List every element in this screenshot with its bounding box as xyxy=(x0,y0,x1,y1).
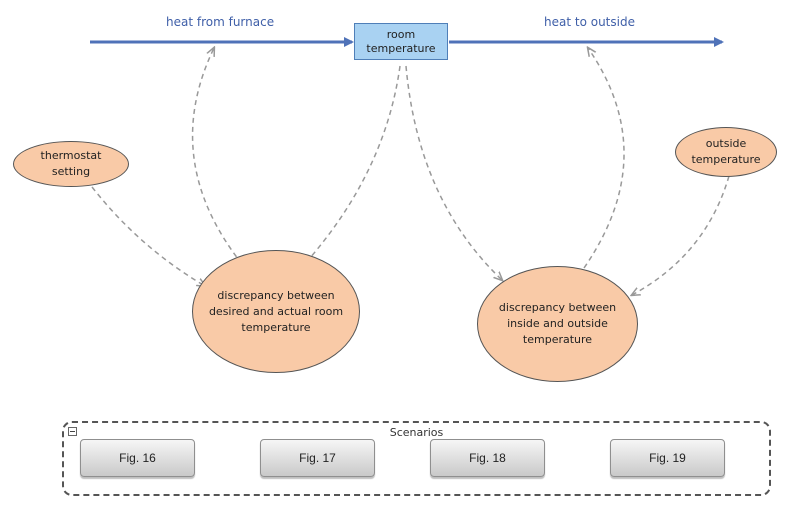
connector-room-to-discrepancy-outside xyxy=(405,65,502,280)
scenarios-panel: Scenarios Fig. 16 Fig. 17 Fig. 18 Fig. 1… xyxy=(62,421,771,496)
fig-17-button[interactable]: Fig. 17 xyxy=(260,439,375,477)
fig-19-button[interactable]: Fig. 19 xyxy=(610,439,725,477)
converter-outside-temperature[interactable]: outside temperature xyxy=(675,127,777,177)
connector-discrepancy-to-furnace xyxy=(191,48,243,265)
converter-discrepancy-outside[interactable]: discrepancy between inside and outside t… xyxy=(477,266,638,382)
fig-18-button[interactable]: Fig. 18 xyxy=(430,439,545,477)
connector-room-to-discrepancy-room xyxy=(302,65,401,267)
inflow-label: heat from furnace xyxy=(166,15,275,29)
converter-thermostat-setting[interactable]: thermostat setting xyxy=(13,141,129,187)
outflow-label: heat to outside xyxy=(544,15,635,29)
stock-room-temperature[interactable]: room temperature xyxy=(354,23,448,60)
connector-discrepancy-to-outflow xyxy=(583,48,625,269)
connector-outside-to-discrepancy xyxy=(632,175,730,295)
scenarios-title: Scenarios xyxy=(389,426,444,439)
connector-thermostat-to-discrepancy xyxy=(91,186,205,286)
collapse-icon[interactable] xyxy=(68,427,77,436)
fig-16-button[interactable]: Fig. 16 xyxy=(80,439,195,477)
converter-discrepancy-room[interactable]: discrepancy between desired and actual r… xyxy=(192,250,360,373)
